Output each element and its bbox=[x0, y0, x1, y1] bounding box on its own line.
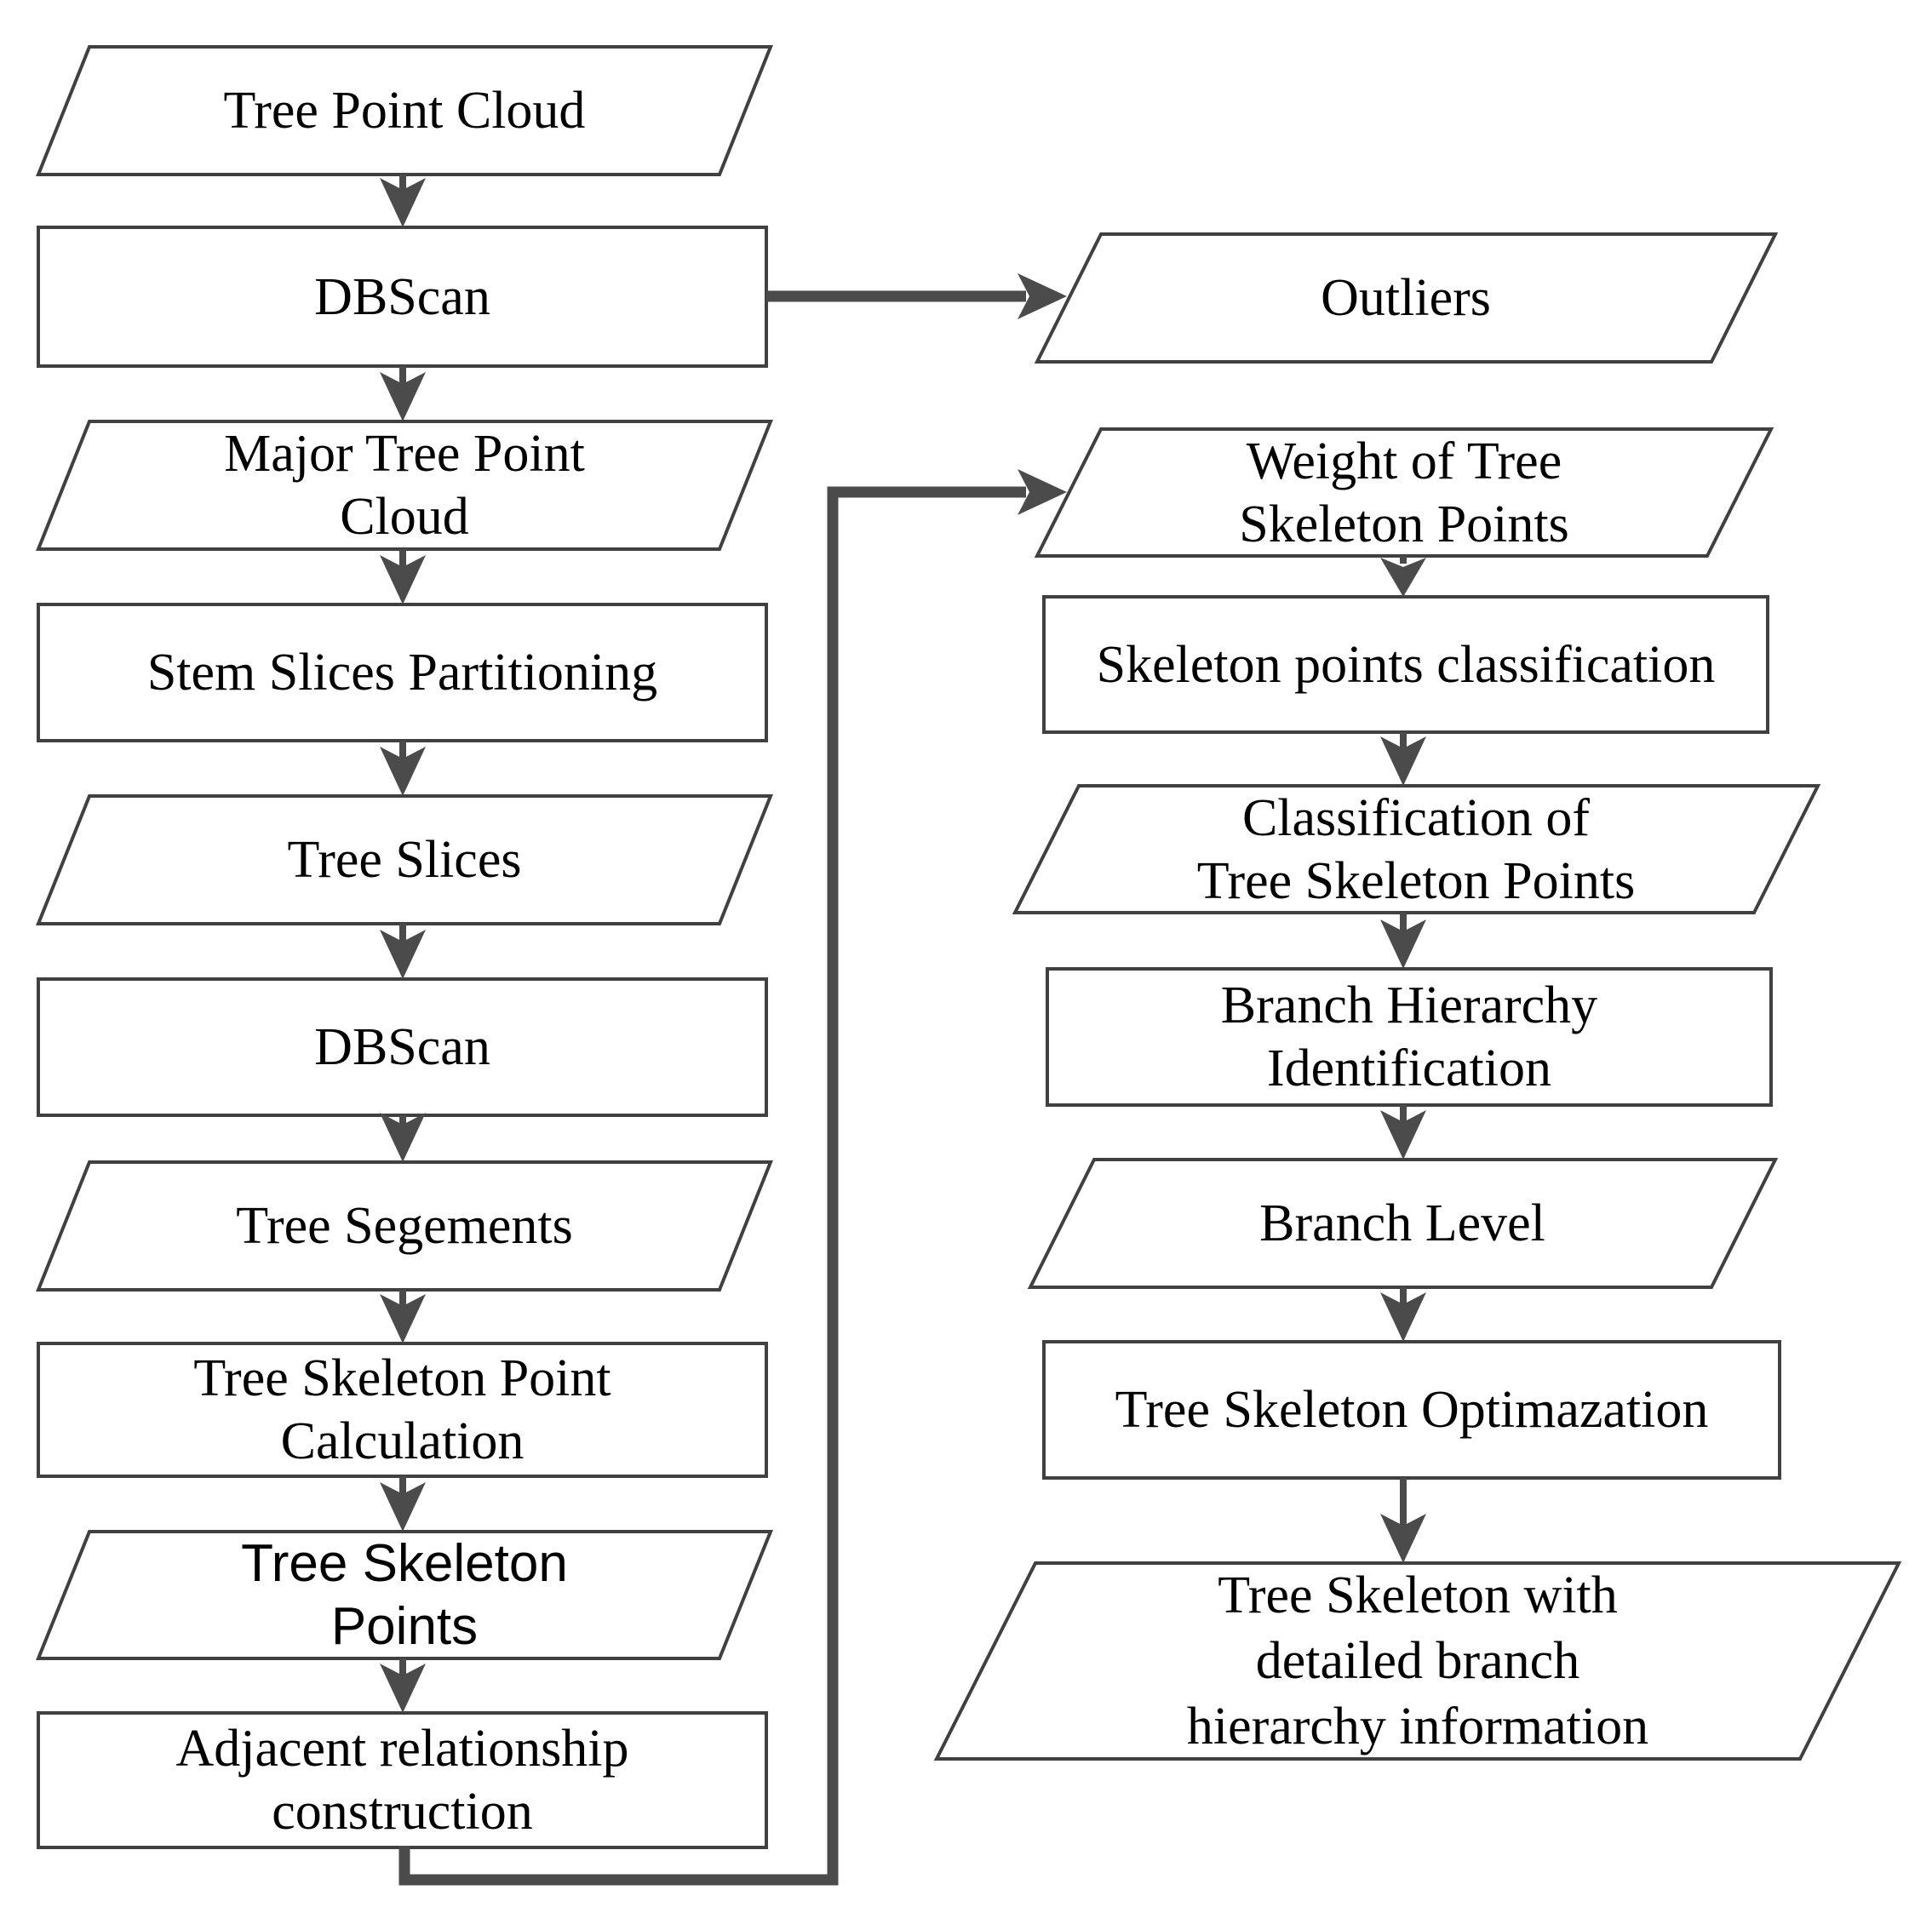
tree-skeleton-point-calculation-shape bbox=[37, 1342, 768, 1478]
arrow-dbscan-to-major-tree-point-cloud bbox=[380, 366, 426, 421]
arrow-tree-point-cloud-to-dbscan bbox=[380, 175, 426, 227]
classification-of-tree-skeleton-points-shape bbox=[1012, 784, 1821, 914]
arrow-branch-hierarchy-to-branch-level bbox=[1380, 1105, 1426, 1160]
arrow-optimazation-to-tree-skeleton-detailed bbox=[1380, 1478, 1426, 1563]
arrow-dbscan-to-outliers bbox=[766, 273, 1067, 319]
skeleton-points-classification-shape bbox=[1042, 595, 1769, 734]
tree-skeleton-optimazation-shape bbox=[1042, 1340, 1781, 1480]
dbscan-1-shape bbox=[37, 226, 768, 368]
arrow-tree-slices-to-dbscan2 bbox=[380, 924, 426, 979]
tree-skeleton-detailed-shape bbox=[933, 1561, 1902, 1761]
arrow-skeleton-classification-to-classification bbox=[1380, 732, 1426, 786]
tree-slices-shape bbox=[36, 794, 773, 925]
arrow-major-tree-point-cloud-to-stem-slices bbox=[380, 549, 426, 604]
weight-of-tree-skeleton-points-shape bbox=[1034, 427, 1774, 558]
tree-point-cloud-shape bbox=[36, 45, 773, 176]
arrow-tree-segements-to-skeleton-point-calculation bbox=[380, 1290, 426, 1343]
outliers-shape bbox=[1034, 232, 1779, 364]
dbscan-2-shape bbox=[37, 977, 768, 1117]
arrow-classification-to-branch-hierarchy bbox=[1380, 913, 1426, 969]
branch-hierarchy-identification-shape bbox=[1046, 967, 1773, 1107]
tree-skeleton-points-shape bbox=[36, 1530, 773, 1660]
stem-slices-partitioning-shape bbox=[37, 603, 768, 742]
arrow-skeleton-point-calculation-to-skeleton-points bbox=[380, 1476, 426, 1532]
arrow-stem-slices-to-tree-slices bbox=[380, 741, 426, 796]
arrow-dbscan2-to-tree-segements bbox=[380, 1113, 426, 1162]
branch-level-shape bbox=[1027, 1158, 1779, 1289]
arrow-branch-level-to-optimazation bbox=[1380, 1287, 1426, 1342]
arrow-skeleton-points-to-adjacent-relationship bbox=[380, 1658, 426, 1713]
tree-segements-shape bbox=[36, 1160, 773, 1292]
adjacent-relationship-construction-shape bbox=[37, 1711, 768, 1849]
arrow-weight-to-skeleton-classification bbox=[1380, 556, 1426, 597]
connector-adjacent-relationship-to-weight bbox=[398, 469, 1067, 1886]
major-tree-point-cloud-shape bbox=[36, 420, 773, 551]
